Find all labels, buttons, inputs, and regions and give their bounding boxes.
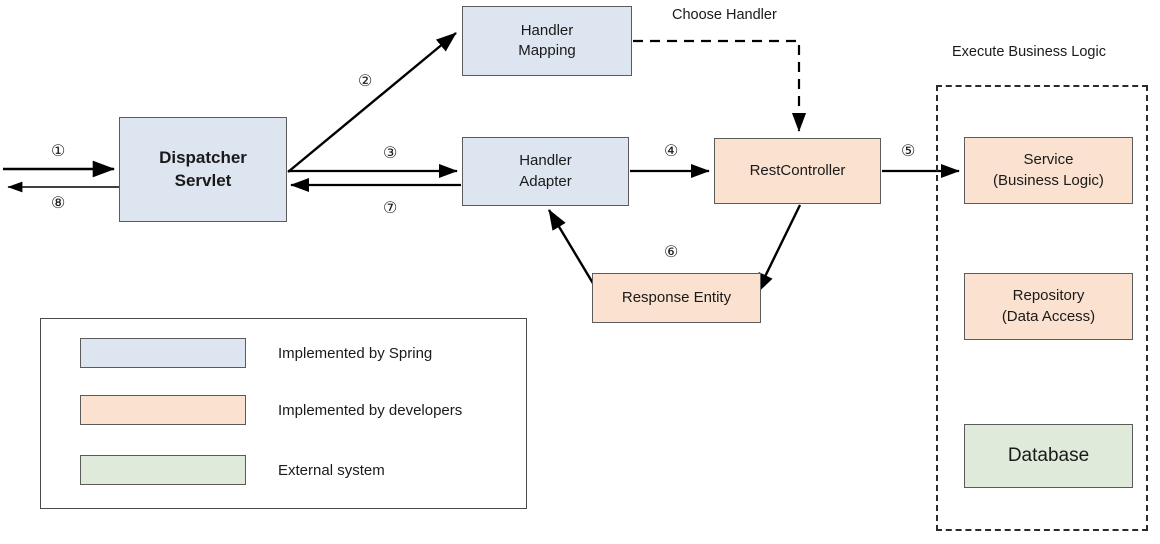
legend-label-external: External system [278, 461, 385, 479]
business-logic-group [936, 85, 1148, 531]
step-marker-4: ④ [664, 143, 679, 160]
node-service[interactable]: Service (Business Logic) [964, 137, 1133, 204]
edge-choose-handler [633, 39, 807, 132]
step-marker-6: ⑥ [664, 244, 679, 261]
label-choose-handler: Choose Handler [672, 7, 777, 23]
legend-swatch-developer [80, 395, 246, 425]
node-rest-controller[interactable]: RestController [714, 138, 881, 204]
legend-item-developer: Implemented by developers [80, 395, 462, 425]
step-marker-5: ⑤ [901, 143, 916, 160]
step-marker-8: ⑧ [51, 195, 66, 212]
edge-response-entity-to-handler-adapter [547, 209, 599, 291]
node-repository[interactable]: Repository (Data Access) [964, 273, 1133, 340]
step-marker-1: ① [51, 143, 66, 160]
node-handler-mapping[interactable]: Handler Mapping [462, 6, 632, 76]
edge-rest-controller-to-response-entity [755, 204, 802, 294]
legend-item-spring: Implemented by Spring [80, 338, 432, 368]
node-handler-adapter[interactable]: Handler Adapter [462, 137, 629, 206]
step-marker-2: ② [358, 73, 373, 90]
edge-dispatcher-to-handler-mapping [287, 32, 457, 173]
legend-item-external: External system [80, 455, 385, 485]
node-dispatcher-servlet[interactable]: Dispatcher Servlet [119, 117, 287, 222]
business-logic-group-caption: Execute Business Logic [952, 44, 1106, 60]
node-database[interactable]: Database [964, 424, 1133, 488]
legend-label-spring: Implemented by Spring [278, 344, 433, 362]
node-response-entity[interactable]: Response Entity [592, 273, 761, 323]
legend-swatch-external [80, 455, 246, 485]
step-marker-7: ⑦ [383, 200, 398, 217]
step-marker-3: ③ [383, 145, 398, 162]
legend-label-developer: Implemented by developers [278, 401, 463, 419]
legend-swatch-spring [80, 338, 246, 368]
